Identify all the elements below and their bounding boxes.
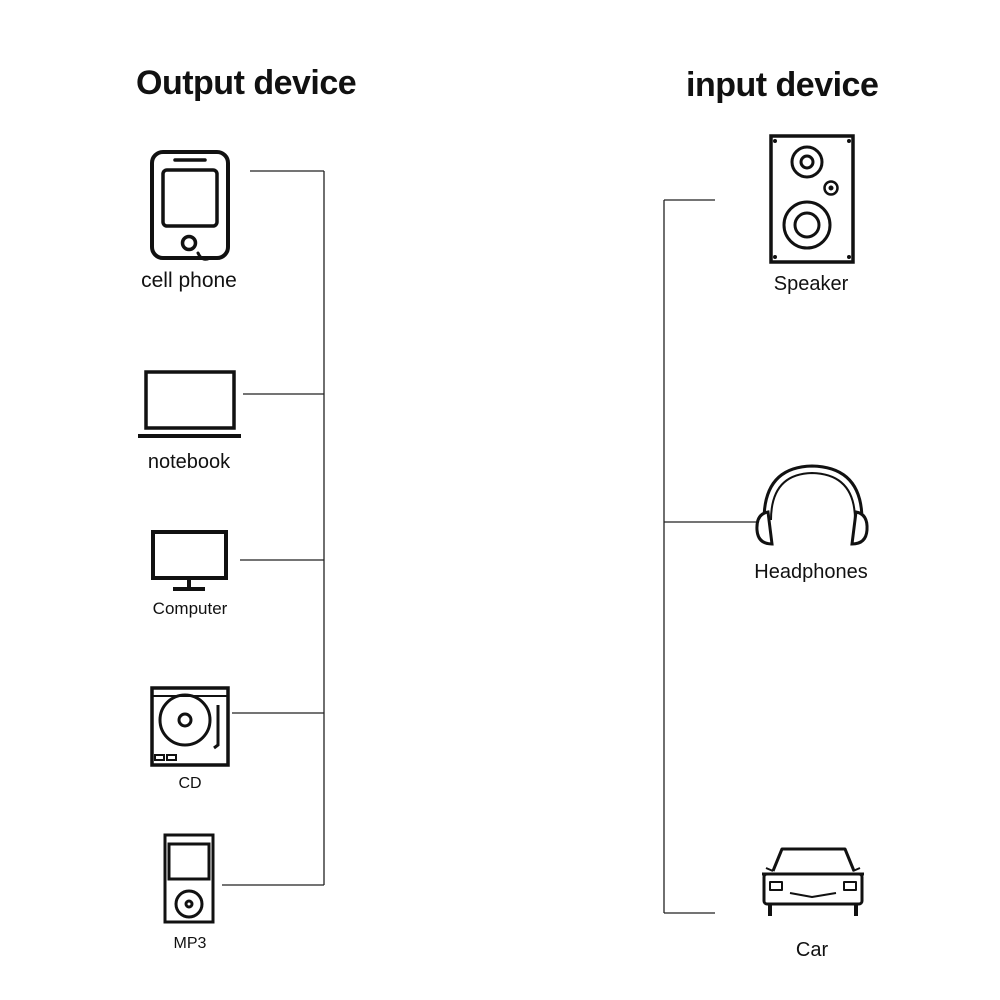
label-car: Car [795,939,829,961]
label-cell-phone: cell phone [141,269,237,292]
cd-player-icon [150,686,230,767]
speaker-icon [769,134,855,264]
output-device-title: Output device [136,64,357,102]
input-device-title: input device [686,66,879,104]
label-speaker: Speaker [773,273,849,295]
car-icon [762,847,864,916]
headphones-icon [755,464,869,546]
label-headphones: Headphones [754,561,868,583]
cell-phone-icon [150,150,230,261]
label-notebook: notebook [147,451,231,473]
mp3-player-icon [163,833,215,924]
monitor-icon [151,530,228,591]
label-cd: CD [178,775,202,792]
label-computer: Computer [152,599,228,618]
laptop-icon [138,370,241,438]
input-connector-lines [663,199,756,914]
label-mp3: MP3 [173,935,207,952]
output-connector-lines [222,170,325,886]
